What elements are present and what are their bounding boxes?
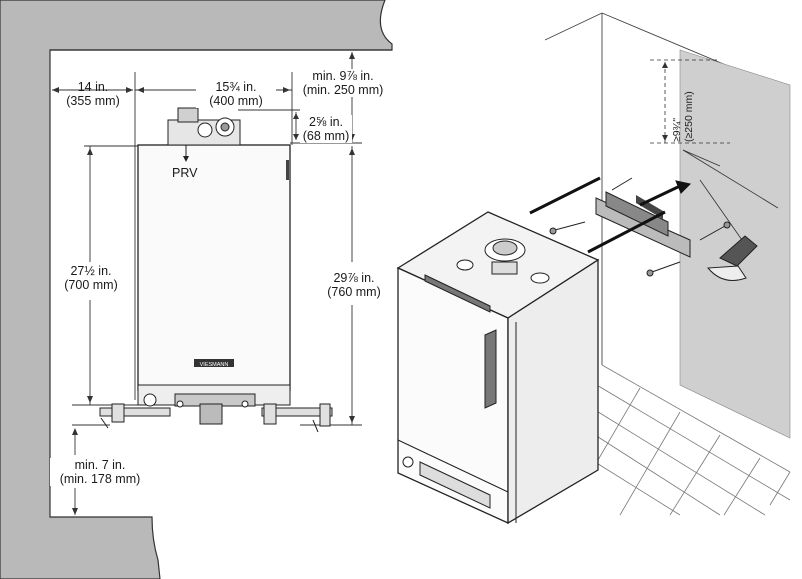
unit-width-label: 15¾ in. (400 mm) xyxy=(196,80,276,108)
side-clearance-imperial: 14 in. xyxy=(77,80,109,94)
overall-height-imperial: 29⅞ in. xyxy=(333,271,375,285)
top-fittings-imperial: 2⅝ in. xyxy=(308,115,344,129)
unit-width-metric: (400 mm) xyxy=(209,94,263,108)
room-corner xyxy=(544,12,791,439)
prv-label: PRV xyxy=(172,166,198,180)
top-fittings-metric: (68 mm) xyxy=(302,129,350,143)
bottom-clearance-label: min. 7 in. (min. 178 mm) xyxy=(50,458,150,486)
top-clearance-metric: (min. 250 mm) xyxy=(302,83,384,97)
unit-height-metric: (700 mm) xyxy=(64,278,118,292)
unit-height-imperial: 27½ in. xyxy=(70,264,112,278)
arrow-icons xyxy=(529,176,692,254)
brand-text: VIESMANN xyxy=(200,362,229,368)
side-clearance-metric: (355 mm) xyxy=(66,94,120,108)
screw-icons xyxy=(549,177,731,277)
unit-width-imperial: 15¾ in. xyxy=(215,80,257,94)
bracket-height-imperial: ≥9¾" xyxy=(671,118,683,142)
unit-height-label: 27½ in. (700 mm) xyxy=(56,264,126,292)
bracket-dimension xyxy=(650,59,730,144)
level-line xyxy=(682,149,779,241)
bottom-clearance-imperial: min. 7 in. xyxy=(74,458,126,472)
bracket-height-metric: (≥250 mm) xyxy=(683,91,695,142)
top-fittings-label: 2⅝ in. (68 mm) xyxy=(300,115,352,143)
wall-cross-section xyxy=(0,0,393,579)
top-clearance-imperial: min. 9⅞ in. xyxy=(312,69,374,83)
boiler-isometric-view xyxy=(396,211,600,525)
side-clearance-label: 14 in. (355 mm) xyxy=(58,80,128,108)
overall-height-metric: (760 mm) xyxy=(327,285,381,299)
brand-plate xyxy=(194,359,234,367)
bottom-clearance-metric: (min. 178 mm) xyxy=(59,472,141,486)
drill-icon xyxy=(706,235,758,281)
wall-bracket xyxy=(595,191,691,258)
boiler-front-view: VIESMANN xyxy=(99,107,333,433)
top-clearance-label: min. 9⅞ in. (min. 250 mm) xyxy=(295,69,391,97)
overall-height-label: 29⅞ in. (760 mm) xyxy=(318,271,390,299)
floor-tiles xyxy=(594,364,791,516)
